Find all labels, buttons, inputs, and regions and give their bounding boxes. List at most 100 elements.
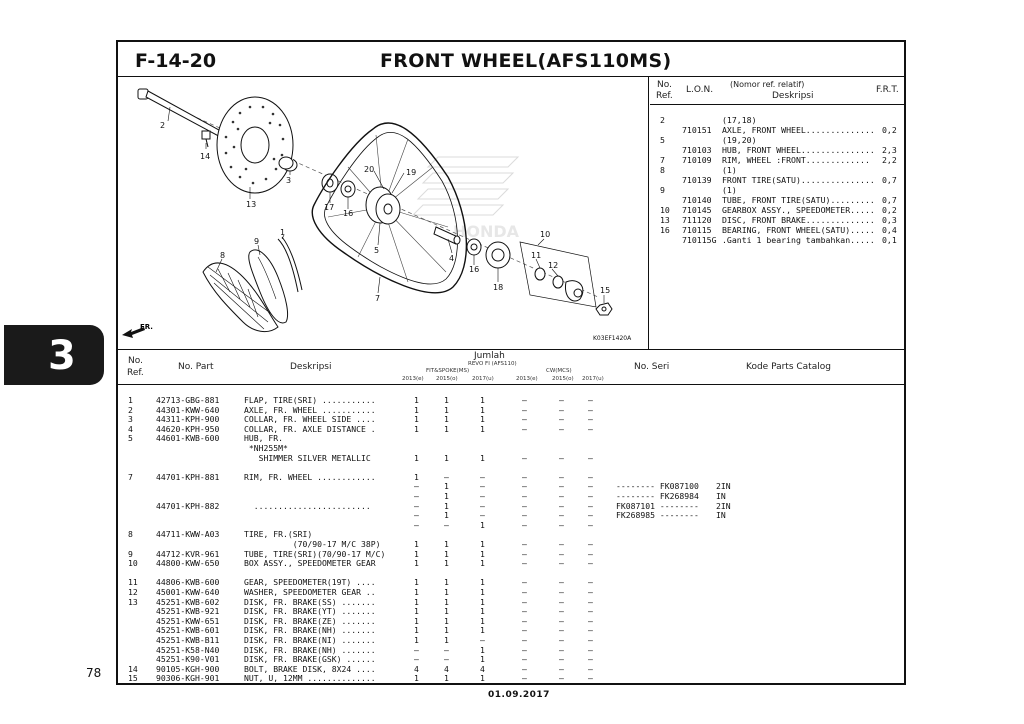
parts-cell-seri: -------- FK268984 <box>616 491 699 501</box>
page-number: 78 <box>86 666 102 680</box>
parts-cell-qty: – <box>522 635 527 645</box>
parts-cell-qty: – <box>480 481 485 492</box>
parts-cell-qty: 4 <box>480 663 485 674</box>
ref-cell-desc: FRONT TIRE(SATU)............... <box>722 175 875 185</box>
parts-cell-qty: – <box>522 606 527 617</box>
ref-cell-desc: DISC, FRONT BRAKE.............. <box>722 215 875 225</box>
tube-drawing <box>248 249 289 324</box>
ref-header-deskripsi: Deskripsi <box>772 91 814 101</box>
parts-cell-seri: -------- FK087100 <box>616 481 699 492</box>
ref-cell-ref: 8 <box>660 165 665 175</box>
callout: 16 <box>469 265 479 274</box>
table-row <box>118 463 904 473</box>
ref-cell-desc: (1) <box>722 165 737 175</box>
callout: 12 <box>548 261 558 270</box>
axle-nut-drawing <box>595 302 613 316</box>
ref-cell-ref: 7 <box>660 155 665 165</box>
parts-header-revo: REVO FI (AFS110) <box>468 361 517 367</box>
parts-cell-qty: 1 <box>480 404 485 415</box>
parts-cell-qty: 4 <box>414 663 419 674</box>
parts-header-no-seri: No. Seri <box>634 362 670 372</box>
callout: 10 <box>540 230 550 239</box>
print-date: 01.09.2017 <box>488 690 550 700</box>
parts-cell-part: 45251-KWW-651 <box>156 615 220 626</box>
parts-cell-qty: – <box>522 471 527 482</box>
parts-cell-desc: DISK, FR. BRAKE(NH) ....... <box>244 644 376 655</box>
parts-cell-qty: – <box>522 548 527 559</box>
parts-cell-qty: – <box>480 510 485 521</box>
callout: 5 <box>374 246 379 255</box>
parts-cell-qty: – <box>522 404 527 415</box>
ref-cell-desc: GEARBOX ASSY., SPEEDOMETER..... <box>722 205 875 215</box>
parts-cell-qty: – <box>522 558 527 569</box>
parts-cell-qty: – <box>559 615 564 626</box>
parts-cell-qty: – <box>559 625 564 636</box>
parts-cell-qty: – <box>522 539 527 549</box>
parts-cell-qty: – <box>522 481 527 492</box>
parts-cell-qty: – <box>414 481 419 492</box>
parts-cell-qty: – <box>588 663 593 674</box>
parts-header-kode: Kode Parts Catalog <box>746 362 831 372</box>
parts-cell-qty: 1 <box>414 539 419 549</box>
parts-header-deskripsi: Deskripsi <box>290 362 332 372</box>
parts-cell-qty: 1 <box>414 615 419 626</box>
parts-cell-qty: – <box>444 471 449 482</box>
parts-cell-qty: – <box>559 635 564 645</box>
parts-cell-qty: 1 <box>414 673 419 684</box>
parts-cell-part: 45001-KWW-640 <box>156 587 220 597</box>
parts-cell-part: 44806-KWB-600 <box>156 577 220 588</box>
ref-cell-desc: AXLE, FRONT WHEEL.............. <box>722 125 875 135</box>
parts-cell-ref: 1 <box>128 395 133 405</box>
parts-cell-qty: 1 <box>444 548 449 559</box>
parts-cell-part: 42713-GBG-881 <box>156 395 220 405</box>
parts-cell-desc: TIRE, FR.(SRI) <box>244 529 313 540</box>
parts-cell-qty: 1 <box>444 606 449 617</box>
ref-cell-ref: 5 <box>660 135 665 145</box>
parts-cell-desc: DISK, FR. BRAKE(SS) ....... <box>244 596 376 607</box>
parts-cell-qty: – <box>559 663 564 674</box>
parts-cell-qty: 1 <box>414 587 419 597</box>
parts-cell-qty: – <box>559 606 564 617</box>
parts-cell-qty: 1 <box>414 606 419 617</box>
parts-cell-qty: – <box>414 654 419 665</box>
parts-cell-qty: 1 <box>480 452 485 463</box>
parts-cell-qty: 1 <box>444 452 449 463</box>
parts-cell-desc: TUBE, TIRE(SRI)(70/90-17 M/C) <box>244 548 386 559</box>
parts-cell-qty: 1 <box>480 577 485 588</box>
parts-cell-ref: 2 <box>128 404 133 415</box>
parts-cell-part: 45251-KWB-B11 <box>156 635 220 645</box>
ref-cell-lon: 710109 <box>682 155 712 165</box>
parts-cell-qty: 1 <box>414 577 419 588</box>
parts-cell-qty: 1 <box>480 558 485 569</box>
parts-cell-part: 45251-KWB-921 <box>156 606 220 617</box>
parts-cell-qty: 1 <box>444 635 449 645</box>
parts-cell-qty: – <box>522 423 527 434</box>
parts-cell-qty: – <box>559 558 564 569</box>
ref-cell-ref: 9 <box>660 185 665 195</box>
callout: 20 <box>364 165 374 174</box>
parts-cell-qty: – <box>588 510 593 521</box>
parts-cell-ref: 14 <box>128 663 138 674</box>
parts-header-part: No. Part <box>178 362 214 372</box>
parts-cell-qty: – <box>588 635 593 645</box>
parts-cell-qty: 1 <box>414 395 419 405</box>
table-top-rule <box>118 349 904 350</box>
parts-cell-seri: FK268985 -------- <box>616 510 699 521</box>
parts-cell-qty: 1 <box>444 481 449 492</box>
parts-cell-qty: 1 <box>444 510 449 521</box>
parts-cell-qty: 1 <box>480 615 485 626</box>
callout: 19 <box>406 168 416 177</box>
parts-cell-qty: – <box>588 404 593 415</box>
parts-cell-qty: 1 <box>444 539 449 549</box>
